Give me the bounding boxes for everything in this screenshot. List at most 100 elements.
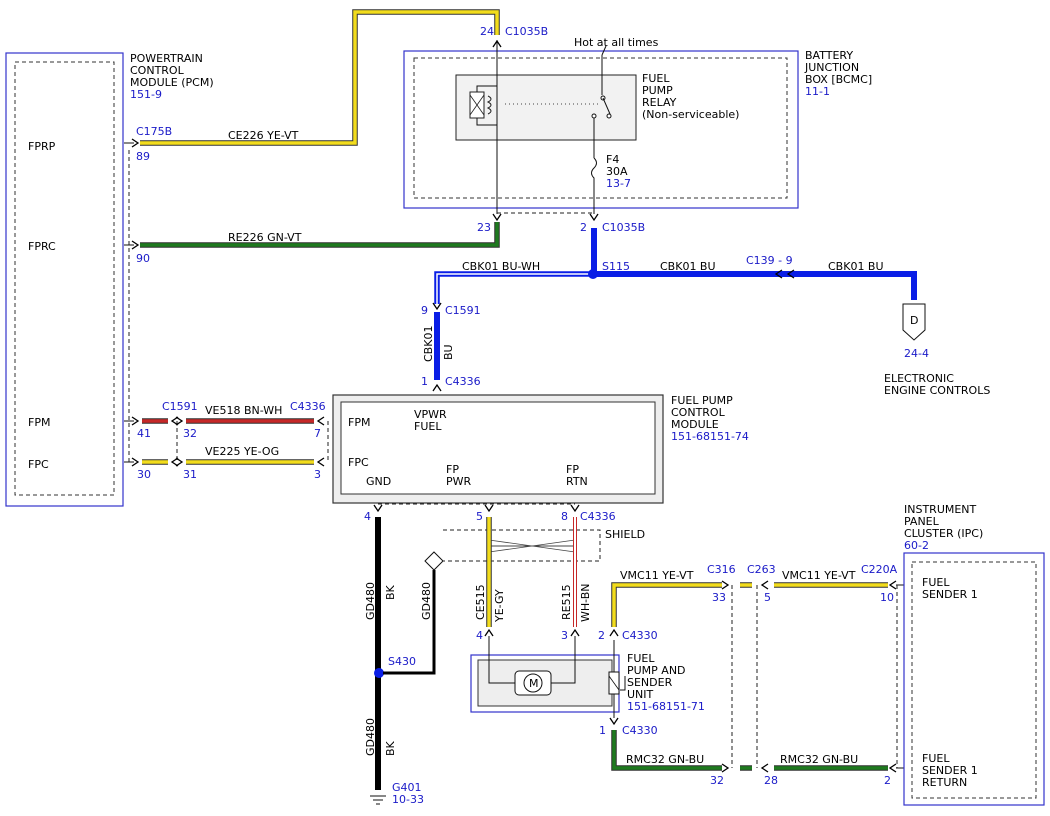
c1591-top-pin: 9 xyxy=(421,304,428,317)
c1591-fpm-pin: 32 xyxy=(183,427,197,440)
c4336-fpm-pin: 7 xyxy=(314,427,321,440)
c1591-fpc-pin: 31 xyxy=(183,468,197,481)
g401-ref: 10-33 xyxy=(392,793,424,806)
c1035b-pin-23: 23 xyxy=(477,221,491,234)
c139-label: C139 - 9 xyxy=(746,254,793,267)
ipc-sender1-return-2: SENDER 1 xyxy=(922,764,978,777)
wire-ce226 xyxy=(140,9,500,146)
c1591-pcm-fpm-pin: 41 xyxy=(137,427,151,440)
s430-label: S430 xyxy=(388,655,416,668)
c1035b-pin-2: 2 xyxy=(580,221,587,234)
c4336-top-name: C4336 xyxy=(445,375,481,388)
pcm-name-1: POWERTRAIN xyxy=(130,52,203,65)
c4330-bottom-name: C4330 xyxy=(622,724,658,737)
fpsu-name-4: UNIT xyxy=(627,688,654,701)
fpcm-pin-pwr: PWR xyxy=(446,475,472,488)
relay-name-4: (Non-serviceable) xyxy=(642,108,739,121)
pcm-name-2: CONTROL xyxy=(130,64,185,77)
pcm-pin-fprc: FPRC xyxy=(28,240,56,253)
bjb-name-1: BATTERY xyxy=(805,49,853,62)
fuse-name: F4 xyxy=(606,153,619,166)
shield-drain-wire xyxy=(383,551,444,675)
wire-cbk01-bu-wh xyxy=(434,271,592,304)
eec-ref: 24-4 xyxy=(904,347,929,360)
fpsu-ref: 151-68151-71 xyxy=(627,700,705,713)
c175b-pin-fprc: 90 xyxy=(136,252,150,265)
c220a-pin-top: 10 xyxy=(880,591,894,604)
c1035b-bottom-name: C1035B xyxy=(602,221,645,234)
fuse-f4-icon xyxy=(591,157,597,214)
motor-circle xyxy=(523,673,543,693)
fpcm-pin-gnd: GND xyxy=(366,475,391,488)
wire-cbk01-bu-main xyxy=(591,228,917,300)
pcm-inner-box xyxy=(14,61,115,496)
fpsu-name-1: FUEL xyxy=(627,652,655,665)
pcm-pin-fprp: FPRP xyxy=(28,140,56,153)
ipc-module: INSTRUMENT PANEL CLUSTER (IPC) 60-2 FUEL… xyxy=(903,503,1045,806)
ipc-name-1: INSTRUMENT xyxy=(904,503,977,516)
s115-splice xyxy=(588,269,598,279)
bjb-name-2: JUNCTION xyxy=(804,61,859,74)
relay-switch-icon xyxy=(591,55,612,158)
fpsu-name-3: SENDER xyxy=(627,676,673,689)
eec-name-1: ELECTRONIC xyxy=(884,372,954,385)
vmc11-b-label: VMC11 YE-VT xyxy=(782,569,856,582)
fpcm-name-2: CONTROL xyxy=(671,406,726,419)
c175b-pin-fprp: 89 xyxy=(136,150,150,163)
c4336-top-pin: 1 xyxy=(421,375,428,388)
c4330-sender-pin: 2 xyxy=(598,629,605,642)
ground-symbol-icon xyxy=(370,795,386,805)
fpcm-pin-fpm: FPM xyxy=(348,416,370,429)
fpcm-pin-vpwr: VPWR xyxy=(414,408,447,421)
c4336-bottom-name: C4336 xyxy=(580,510,616,523)
fpcm-name-3: MODULE xyxy=(671,418,719,431)
c4336-left-name: C4336 xyxy=(290,400,326,413)
pcm-pin-fpm: FPM xyxy=(28,416,50,429)
cbk01-bu-label-2: CBK01 BU xyxy=(828,260,884,273)
c1035b-top-pin: 24 xyxy=(480,25,494,38)
eec-name-2: ENGINE CONTROLS xyxy=(884,384,990,397)
c220a-name: C220A xyxy=(861,563,898,576)
ve518-label: VE518 BN-WH xyxy=(205,404,282,417)
c1591-pcm-fpc-pin: 30 xyxy=(137,468,151,481)
fpcm-pin-rtn: RTN xyxy=(566,475,588,488)
sender-rheostat-icon xyxy=(608,640,626,718)
eec-connector-d xyxy=(902,303,926,341)
bjb-name-3: BOX [BCMC] xyxy=(805,73,872,86)
yegy-label: YE-GY xyxy=(493,589,506,623)
re515-label: RE515 xyxy=(560,584,573,620)
shield-dashed-box xyxy=(443,529,601,562)
ipc-ref: 60-2 xyxy=(904,539,929,552)
c263-pin-top: 5 xyxy=(764,591,771,604)
cbk01-vertical-label: CBK01 xyxy=(422,326,435,362)
motor-leads xyxy=(488,636,576,684)
ve225-label: VE225 YE-OG xyxy=(205,445,279,458)
c316-pin-bottom: 32 xyxy=(710,774,724,787)
fuse-rating: 30A xyxy=(606,165,628,178)
hot-leader-line xyxy=(601,45,607,56)
c1591-top-name: C1591 xyxy=(445,304,481,317)
fpcm-pin-fp-1: FP xyxy=(446,463,459,476)
hot-at-all-times-label: Hot at all times xyxy=(574,36,659,49)
rmc32-a-label: RMC32 GN-BU xyxy=(626,753,704,766)
pcm-module: POWERTRAIN CONTROL MODULE (PCM) 151-9 FP… xyxy=(5,52,214,507)
c316-pin-top: 33 xyxy=(712,591,726,604)
shield-label: SHIELD xyxy=(605,528,645,541)
c4336-gnd-pin: 4 xyxy=(364,510,371,523)
c316-name: C316 xyxy=(707,563,736,576)
ipc-sender1-1: FUEL xyxy=(922,576,950,589)
ipc-name-3: CLUSTER (IPC) xyxy=(904,527,983,540)
gd480-a-label: GD480 xyxy=(364,582,377,620)
pcm-pin-fpc: FPC xyxy=(28,458,49,471)
fpcm-pin-fp-2: FP xyxy=(566,463,579,476)
ipc-sender1-return-1: FUEL xyxy=(922,752,950,765)
wire-re226 xyxy=(140,222,500,248)
c4330-bottom-pin: 1 xyxy=(599,724,606,737)
fpcm-module: FUEL PUMP CONTROL MODULE 151-68151-74 VP… xyxy=(332,394,749,504)
wire-rmc32 xyxy=(611,730,888,771)
eec-letter: D xyxy=(910,314,918,327)
c4330-rtn-pin: 3 xyxy=(561,629,568,642)
ce515-label: CE515 xyxy=(474,584,487,620)
ipc-inner-box xyxy=(911,561,1037,799)
